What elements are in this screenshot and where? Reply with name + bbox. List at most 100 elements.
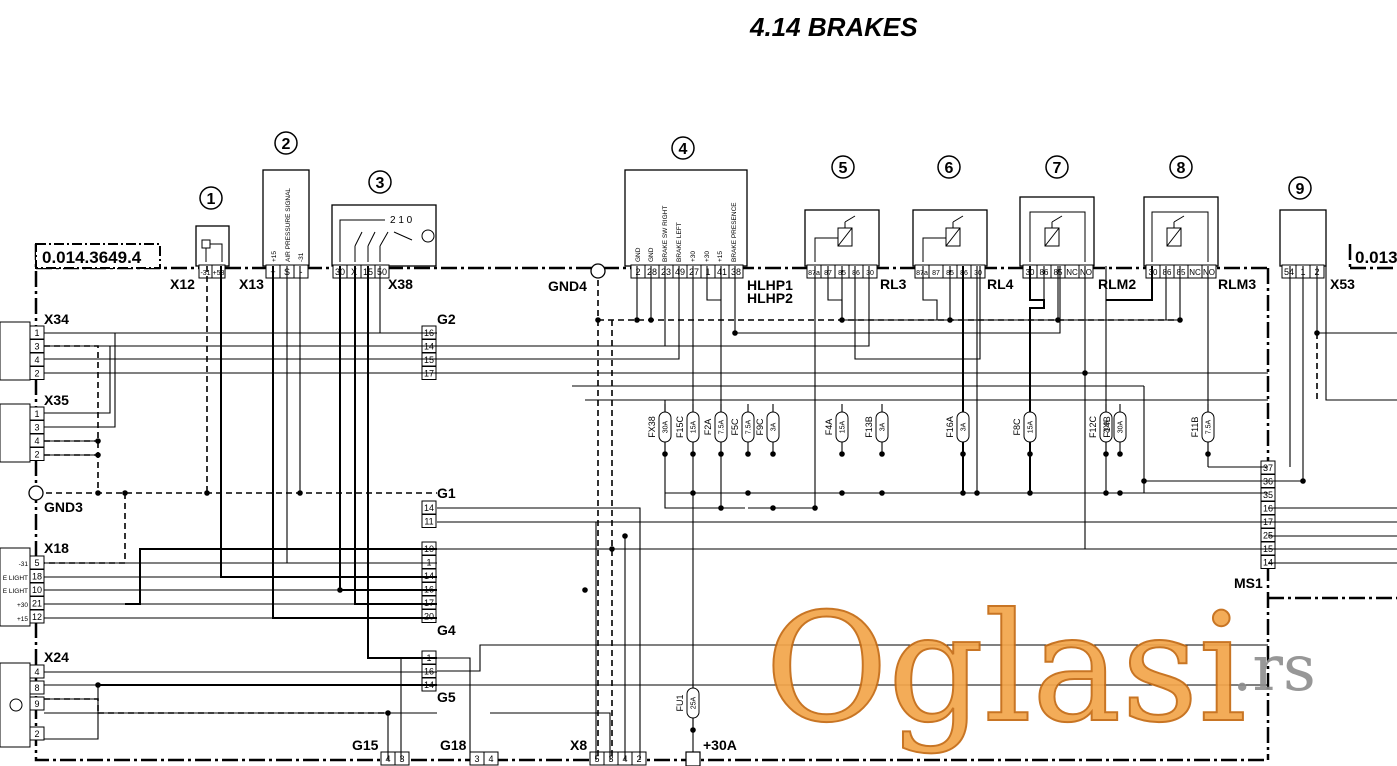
- rlm3-pins-label-3: NC: [1189, 268, 1201, 277]
- rl4-pins-0: 87a: [914, 264, 930, 279]
- rlm3-pins-2: 85: [1173, 264, 1189, 279]
- component-8-circle: [1169, 155, 1193, 179]
- component-2-circle: [274, 131, 298, 155]
- g15-pins-label-1: 3: [399, 754, 404, 764]
- fuse-rating-9: 20A: [1104, 420, 1111, 433]
- x13-pins-label-2: -: [300, 267, 303, 277]
- g1-pins-7: 20: [421, 609, 437, 623]
- label-x8: X8: [570, 737, 587, 753]
- rlm3-pins-label-0: 30: [1149, 268, 1158, 277]
- x34-pins-1: 3: [29, 339, 45, 353]
- x35-pins-label-3: 2: [34, 450, 39, 460]
- hlhp-pins-label-7: 38: [731, 267, 741, 277]
- x24-pins-3: 2: [29, 726, 45, 741]
- label-x34: X34: [44, 311, 69, 327]
- rl4-pins-label-1: 87: [932, 270, 940, 277]
- x18-pins-1: 18: [29, 569, 45, 583]
- x24-pins-0: 4: [29, 664, 45, 679]
- x24-pins-label-1: 8: [34, 683, 39, 693]
- component-1-lamp-switch: [195, 225, 230, 267]
- hlhp-signal-3: BRAKE LEFT: [676, 222, 683, 262]
- label-x12: X12: [170, 276, 195, 292]
- ms1-pins-label-2: 35: [1263, 490, 1273, 500]
- gnd4-ground: [590, 263, 606, 279]
- g18-pins-label-1: 4: [488, 754, 493, 764]
- hlhp-signal-4: +30: [690, 251, 697, 262]
- label-rl4: RL4: [987, 276, 1014, 292]
- rl3-pins-label-3: 86: [852, 270, 860, 277]
- hlhp-signal-7: BRAKE PRESENCE: [731, 202, 738, 262]
- rl3-pins-label-4: 30: [866, 270, 874, 277]
- fuse-rating-1: 15A: [691, 420, 698, 433]
- x24-pins-label-3: 2: [34, 729, 39, 739]
- gnd3-ground: [28, 485, 44, 501]
- fuse-name-0: FX38: [647, 416, 657, 438]
- x35-pins-label-0: 1: [34, 409, 39, 419]
- x34-pins-0: 1: [29, 325, 45, 340]
- component-5-circle: [831, 155, 855, 179]
- ignition-switch-symbol: [339, 219, 435, 262]
- relay-symbols: [814, 211, 1209, 262]
- watermark: Oglasi .rs: [764, 581, 1316, 757]
- x53-pins-0: 54: [1281, 264, 1297, 279]
- hlhp-pins-1: 28: [644, 264, 660, 279]
- x18-pins-label-0: 5: [34, 558, 39, 568]
- component-9-unit: [1279, 209, 1327, 267]
- fuse-name-9: F12C: [1088, 415, 1098, 438]
- fuse-f14b: 30A F14B: [1102, 404, 1127, 457]
- fuse-f15c: 15A F15C: [675, 404, 700, 457]
- x13-pins-2: -: [293, 264, 309, 279]
- x18-pins-0: 5: [29, 555, 45, 570]
- label-g15: G15: [352, 737, 379, 753]
- x8-pins-0: 5: [589, 751, 605, 766]
- fuse-name-10: F14B: [1102, 416, 1112, 438]
- fuse-name-2: F2A: [703, 419, 713, 436]
- plus30a-terminal: [685, 751, 701, 766]
- x12-pins-0: -31: [198, 264, 213, 279]
- x34-pins-label-3: 2: [34, 369, 39, 379]
- x8-pins-label-1: 3: [608, 754, 613, 764]
- x24-pins-1: 8: [29, 680, 45, 695]
- fuse-name-5: F4A: [824, 419, 834, 436]
- x18-signal-2: E LIGHT: [3, 588, 28, 595]
- x34-pins-label-1: 3: [34, 342, 39, 352]
- fuse-name-4: F9C: [755, 418, 765, 436]
- g18-pins-label-0: 3: [474, 754, 479, 764]
- x24-pins-2: 9: [29, 696, 45, 711]
- x8-pins-label-3: 2: [636, 754, 641, 764]
- fuse-rating-6: 3A: [880, 422, 887, 431]
- component-1-circle: [199, 186, 223, 210]
- component-6-number: 6: [945, 160, 954, 177]
- x18-signal-1: E LIGHT: [3, 575, 28, 582]
- fuse-name-6: F13B: [864, 416, 874, 438]
- junction-dots: [95, 317, 1320, 716]
- fuse-rating-10: 30A: [1118, 420, 1125, 433]
- component-2-number: 2: [282, 136, 291, 153]
- x18-pins-label-2: 10: [32, 585, 42, 595]
- g1-pins-4: 14: [421, 568, 437, 583]
- fuse-name-1: F15C: [675, 415, 685, 438]
- rlm3-pins-1: 86: [1159, 264, 1175, 279]
- rl4-pins-label-4: 30: [974, 270, 982, 277]
- component-1-number: 1: [207, 191, 216, 208]
- fuse-rating-2: 7.5A: [719, 419, 726, 434]
- component-7-number: 7: [1053, 160, 1062, 177]
- x38-pins-label-3: 50: [377, 267, 387, 277]
- x35-pins-2: 4: [29, 433, 45, 448]
- rlm3-pins-3: NC: [1187, 264, 1203, 279]
- g18-pins-1: 4: [483, 751, 499, 766]
- g1-pins-6: 17: [421, 595, 437, 610]
- fuse-rating-8: 15A: [1028, 420, 1035, 433]
- x18-pins-label-1: 18: [32, 572, 42, 582]
- diagram-title: 4.14 BRAKES: [749, 12, 918, 42]
- lamp-switch-symbol: [201, 239, 223, 262]
- x8-pins-label-0: 5: [594, 754, 599, 764]
- label-gnd3: GND3: [44, 499, 83, 515]
- g1-pins-0: 14: [421, 500, 437, 515]
- g2-pins-label-2: 15: [424, 355, 434, 365]
- x34-pins-label-2: 4: [34, 355, 39, 365]
- label-g5: G5: [437, 689, 456, 705]
